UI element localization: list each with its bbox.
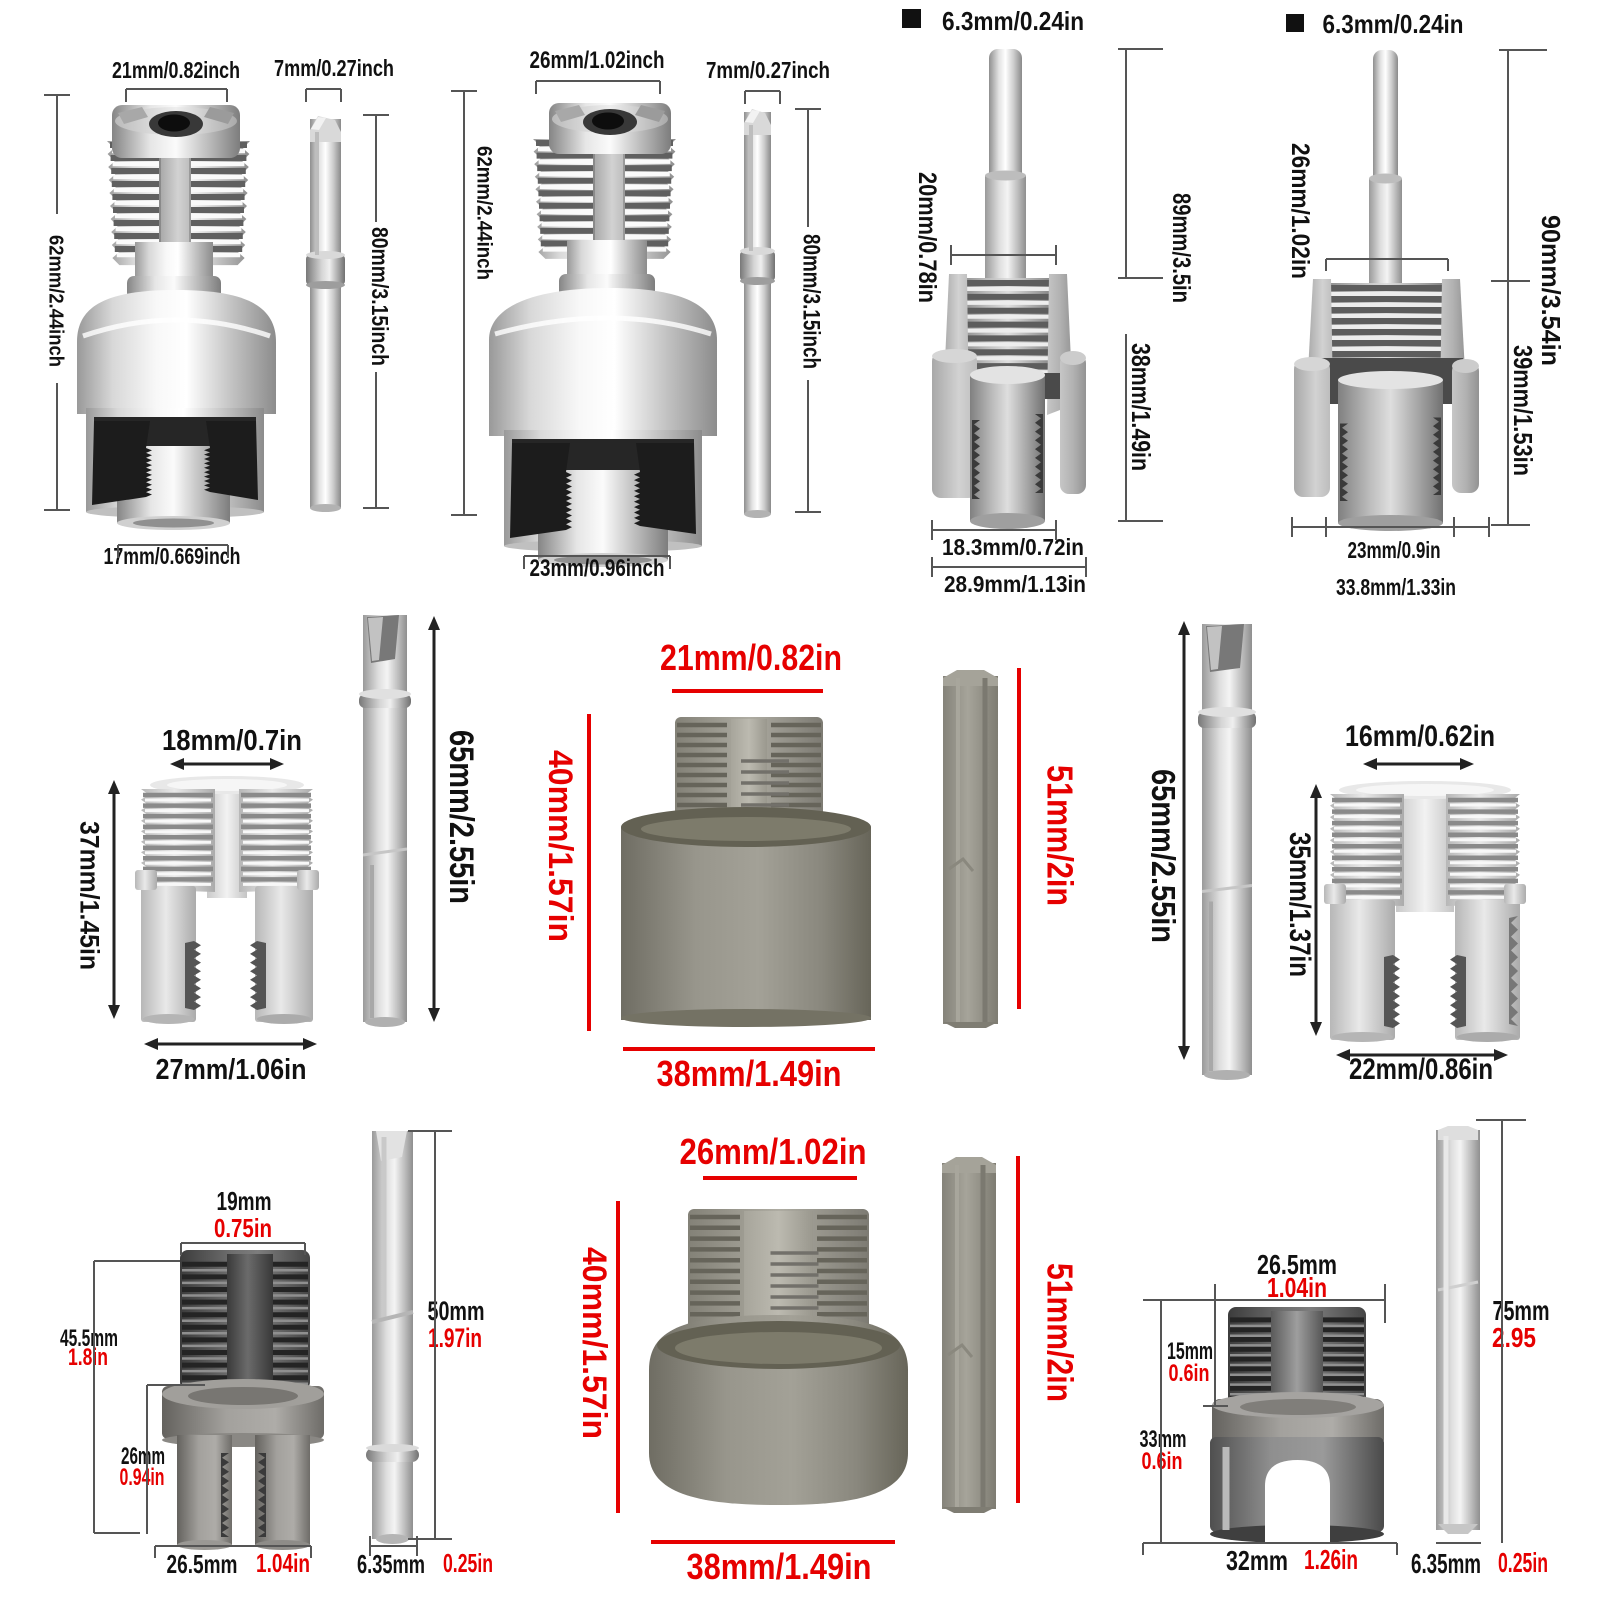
svg-text:38mm/1.49in: 38mm/1.49in (687, 1546, 872, 1587)
svg-text:0.25in: 0.25in (1498, 1547, 1548, 1578)
svg-text:50mm: 50mm (428, 1296, 485, 1326)
svg-text:21mm/0.82inch: 21mm/0.82inch (112, 57, 240, 83)
svg-text:6.35mm: 6.35mm (1411, 1548, 1481, 1579)
svg-text:22mm/0.86in: 22mm/0.86in (1349, 1053, 1493, 1086)
svg-text:40mm/1.57in: 40mm/1.57in (541, 750, 579, 942)
svg-text:65mm/2.55in: 65mm/2.55in (442, 730, 480, 904)
svg-text:6.3mm/0.24in: 6.3mm/0.24in (942, 6, 1084, 36)
svg-text:32mm: 32mm (1226, 1545, 1288, 1576)
svg-text:6.35mm: 6.35mm (357, 1549, 425, 1579)
svg-text:17mm/0.669inch: 17mm/0.669inch (104, 543, 241, 569)
svg-text:18.3mm/0.72in: 18.3mm/0.72in (942, 534, 1084, 560)
svg-text:1.8in: 1.8in (68, 1344, 108, 1371)
svg-text:26mm/1.02inch: 26mm/1.02inch (530, 47, 665, 74)
svg-text:26mm: 26mm (121, 1443, 165, 1470)
svg-text:0.6in: 0.6in (1169, 1360, 1210, 1387)
svg-text:35mm/1.37in: 35mm/1.37in (1283, 832, 1316, 977)
svg-text:80mm/3.15inch: 80mm/3.15inch (798, 234, 825, 369)
svg-text:80mm/3.15inch: 80mm/3.15inch (367, 227, 393, 366)
svg-text:23mm/0.96inch: 23mm/0.96inch (530, 555, 665, 582)
svg-text:1.04in: 1.04in (256, 1548, 310, 1578)
svg-text:45.5mm: 45.5mm (60, 1325, 118, 1352)
svg-text:51mm/2in: 51mm/2in (1039, 765, 1080, 906)
svg-text:26.5mm: 26.5mm (1257, 1249, 1337, 1280)
svg-text:7mm/0.27inch: 7mm/0.27inch (274, 55, 394, 81)
svg-text:20mm/0.78in: 20mm/0.78in (913, 172, 941, 303)
svg-text:33mm: 33mm (1140, 1426, 1187, 1453)
svg-text:65mm/2.55in: 65mm/2.55in (1145, 769, 1182, 943)
svg-text:90mm/3.54in: 90mm/3.54in (1536, 215, 1566, 366)
svg-text:7mm/0.27inch: 7mm/0.27inch (706, 57, 830, 83)
svg-text:0.25in: 0.25in (443, 1548, 493, 1578)
svg-text:62mm/2.44inch: 62mm/2.44inch (472, 146, 495, 280)
svg-text:38mm/1.49in: 38mm/1.49in (657, 1053, 842, 1094)
svg-text:26mm/1.02in: 26mm/1.02in (680, 1131, 867, 1172)
svg-text:38mm/1.49in: 38mm/1.49in (1126, 343, 1156, 471)
svg-text:16mm/0.62in: 16mm/0.62in (1345, 720, 1495, 753)
svg-text:1.26in: 1.26in (1304, 1544, 1358, 1575)
svg-text:28.9mm/1.13in: 28.9mm/1.13in (944, 571, 1086, 597)
svg-text:27mm/1.06in: 27mm/1.06in (156, 1054, 307, 1086)
svg-text:40mm/1.57in: 40mm/1.57in (575, 1247, 613, 1439)
svg-text:15mm: 15mm (1167, 1338, 1213, 1365)
svg-text:1.04in: 1.04in (1267, 1272, 1327, 1303)
svg-text:33.8mm/1.33in: 33.8mm/1.33in (1336, 574, 1456, 600)
svg-text:0.94in: 0.94in (120, 1464, 165, 1491)
svg-text:26mm/1.02in: 26mm/1.02in (1286, 143, 1314, 279)
svg-text:19mm: 19mm (217, 1186, 272, 1216)
svg-text:21mm/0.82in: 21mm/0.82in (660, 637, 842, 678)
svg-text:0.75in: 0.75in (214, 1213, 272, 1243)
svg-text:26.5mm: 26.5mm (167, 1549, 238, 1579)
svg-text:39mm/1.53in: 39mm/1.53in (1508, 345, 1538, 476)
svg-text:2.95: 2.95 (1492, 1322, 1536, 1353)
svg-text:6.3mm/0.24in: 6.3mm/0.24in (1323, 9, 1464, 39)
svg-text:62mm/2.44inch: 62mm/2.44inch (45, 235, 67, 367)
svg-text:23mm/0.9in: 23mm/0.9in (1348, 537, 1441, 563)
svg-text:1.97in: 1.97in (428, 1323, 482, 1353)
svg-text:51mm/2in: 51mm/2in (1039, 1263, 1080, 1402)
svg-text:18mm/0.7in: 18mm/0.7in (162, 725, 302, 757)
svg-text:37mm/1.45in: 37mm/1.45in (75, 821, 105, 970)
svg-text:89mm/3.5in: 89mm/3.5in (1167, 193, 1195, 303)
